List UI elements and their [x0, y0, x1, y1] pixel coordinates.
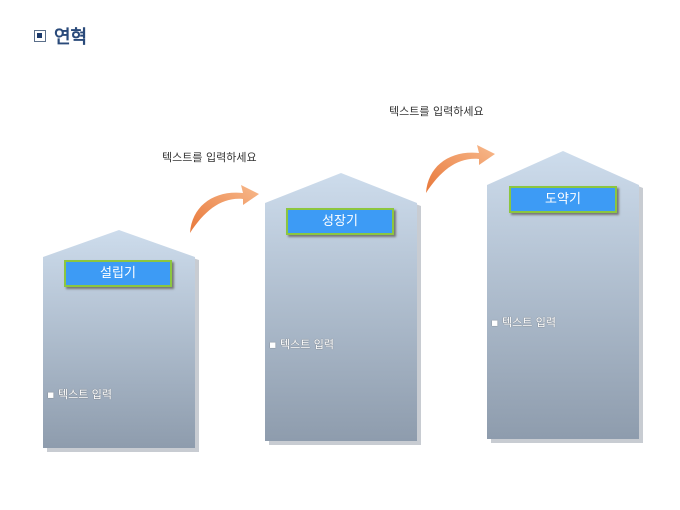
stage-bullet-text: ▪ 텍스트 입력: [491, 316, 557, 329]
stage-label-leap: 도약기: [509, 186, 617, 213]
curved-arrow-icon: [190, 185, 259, 233]
house-shape-3: [487, 151, 643, 443]
house-shape-2: [265, 173, 421, 445]
stage-label-founding: 설립기: [64, 260, 172, 287]
stage-bullet-text: ▪ 텍스트 입력: [269, 338, 335, 351]
square-bullet-icon: [34, 30, 46, 42]
stage-bullet-text: ▪ 텍스트 입력: [47, 388, 113, 401]
curved-arrow-icon: [426, 145, 495, 193]
page-title: 연혁: [34, 23, 87, 49]
stage-label-growth: 성장기: [286, 208, 394, 235]
caption-text: 텍스트를 입력하세요: [162, 151, 257, 164]
caption-text: 텍스트를 입력하세요: [389, 105, 484, 118]
